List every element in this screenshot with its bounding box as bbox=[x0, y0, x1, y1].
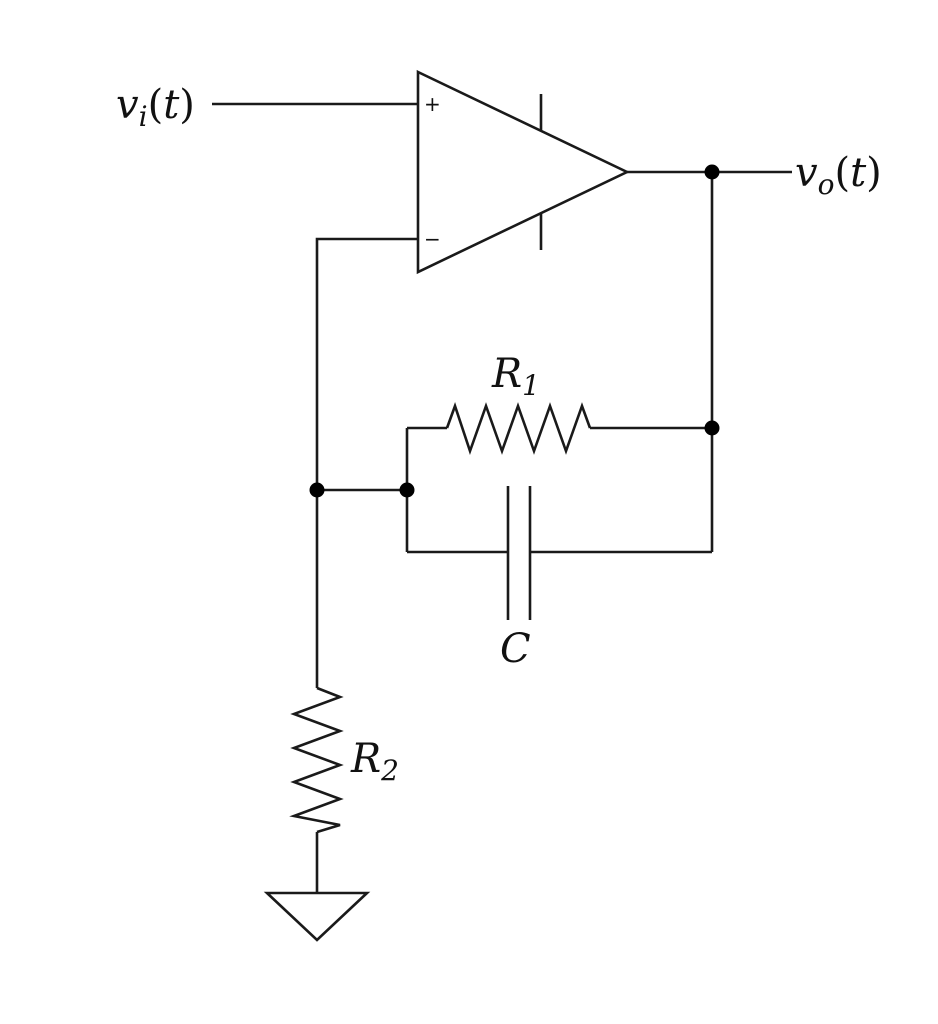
r2-label: R2 bbox=[350, 736, 399, 787]
junction-dot-inverting bbox=[309, 482, 325, 498]
inverting-input-wire bbox=[315, 237, 418, 688]
input-voltage-label: vi(t) bbox=[116, 82, 195, 133]
output-voltage-label: vo(t) bbox=[795, 150, 882, 201]
plus-terminal-label: + bbox=[424, 92, 441, 116]
r1-label: R1 bbox=[491, 351, 540, 402]
resistor-r1 bbox=[445, 402, 592, 455]
minus-terminal-label: − bbox=[424, 227, 441, 251]
junction-dot-r1-right bbox=[704, 420, 720, 436]
c-label: C bbox=[500, 626, 531, 672]
junction-dot-output bbox=[704, 164, 720, 180]
junction-dot-network-left bbox=[399, 482, 415, 498]
resistor-r2 bbox=[289, 686, 344, 834]
op-amp bbox=[416, 69, 631, 275]
ground-symbol bbox=[263, 891, 371, 942]
